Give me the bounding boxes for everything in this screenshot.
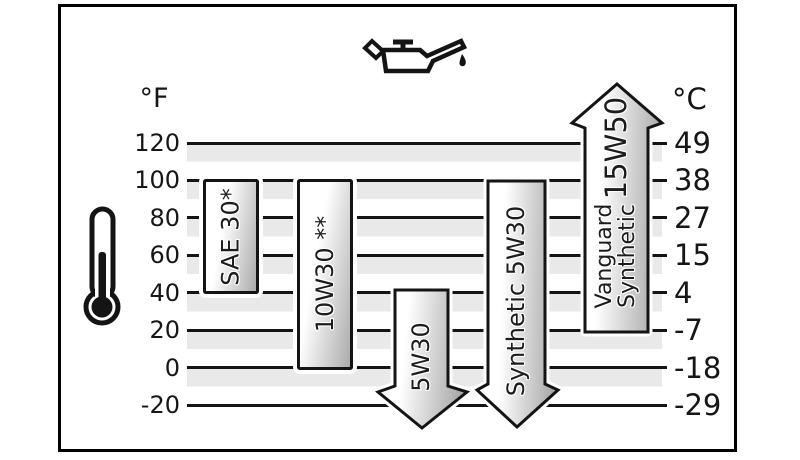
f-tick-0: 0: [164, 354, 180, 382]
f-tick-40: 40: [149, 279, 180, 307]
c-tick-minus29: -29: [674, 388, 722, 422]
c-tick-49: 49: [674, 126, 711, 160]
c-tick-27: 27: [674, 201, 711, 235]
c-tick-minus18: -18: [674, 351, 722, 385]
c-tick-minus7: -7: [674, 313, 703, 347]
range-bar-10w30: [297, 179, 353, 370]
gridline-120f: [187, 142, 667, 145]
range-arrow-vanguard-15w50: [567, 79, 667, 337]
label-synthetic-5w30: Synthetic 5W30: [502, 205, 530, 397]
range-bar-sae30: [203, 179, 259, 294]
celsius-unit-label: °C: [672, 82, 707, 116]
f-tick-100: 100: [134, 166, 180, 194]
c-tick-38: 38: [674, 163, 711, 197]
range-arrow-synthetic-5w30: [472, 176, 563, 432]
range-arrow-5w30: [373, 285, 472, 433]
f-tick-60: 60: [149, 241, 180, 269]
gridline-100f: [187, 179, 667, 182]
gridline-60f: [187, 254, 667, 257]
f-tick-120: 120: [134, 129, 180, 157]
label-sae30: SAE 30*: [216, 188, 245, 286]
f-tick-20: 20: [149, 316, 180, 344]
f-tick-minus20: -20: [140, 391, 180, 419]
fahrenheit-unit-label: °F: [139, 83, 169, 114]
c-tick-15: 15: [674, 238, 711, 272]
thermometer-icon: [83, 206, 121, 326]
gridline-80f: [187, 216, 667, 219]
label-15w50: 15W50: [599, 96, 633, 200]
f-tick-80: 80: [149, 204, 180, 232]
label-10w30: 10W30 **: [311, 215, 339, 333]
oil-can-icon: [362, 38, 468, 74]
c-tick-4: 4: [674, 276, 693, 310]
label-5w30: 5W30: [407, 322, 435, 392]
